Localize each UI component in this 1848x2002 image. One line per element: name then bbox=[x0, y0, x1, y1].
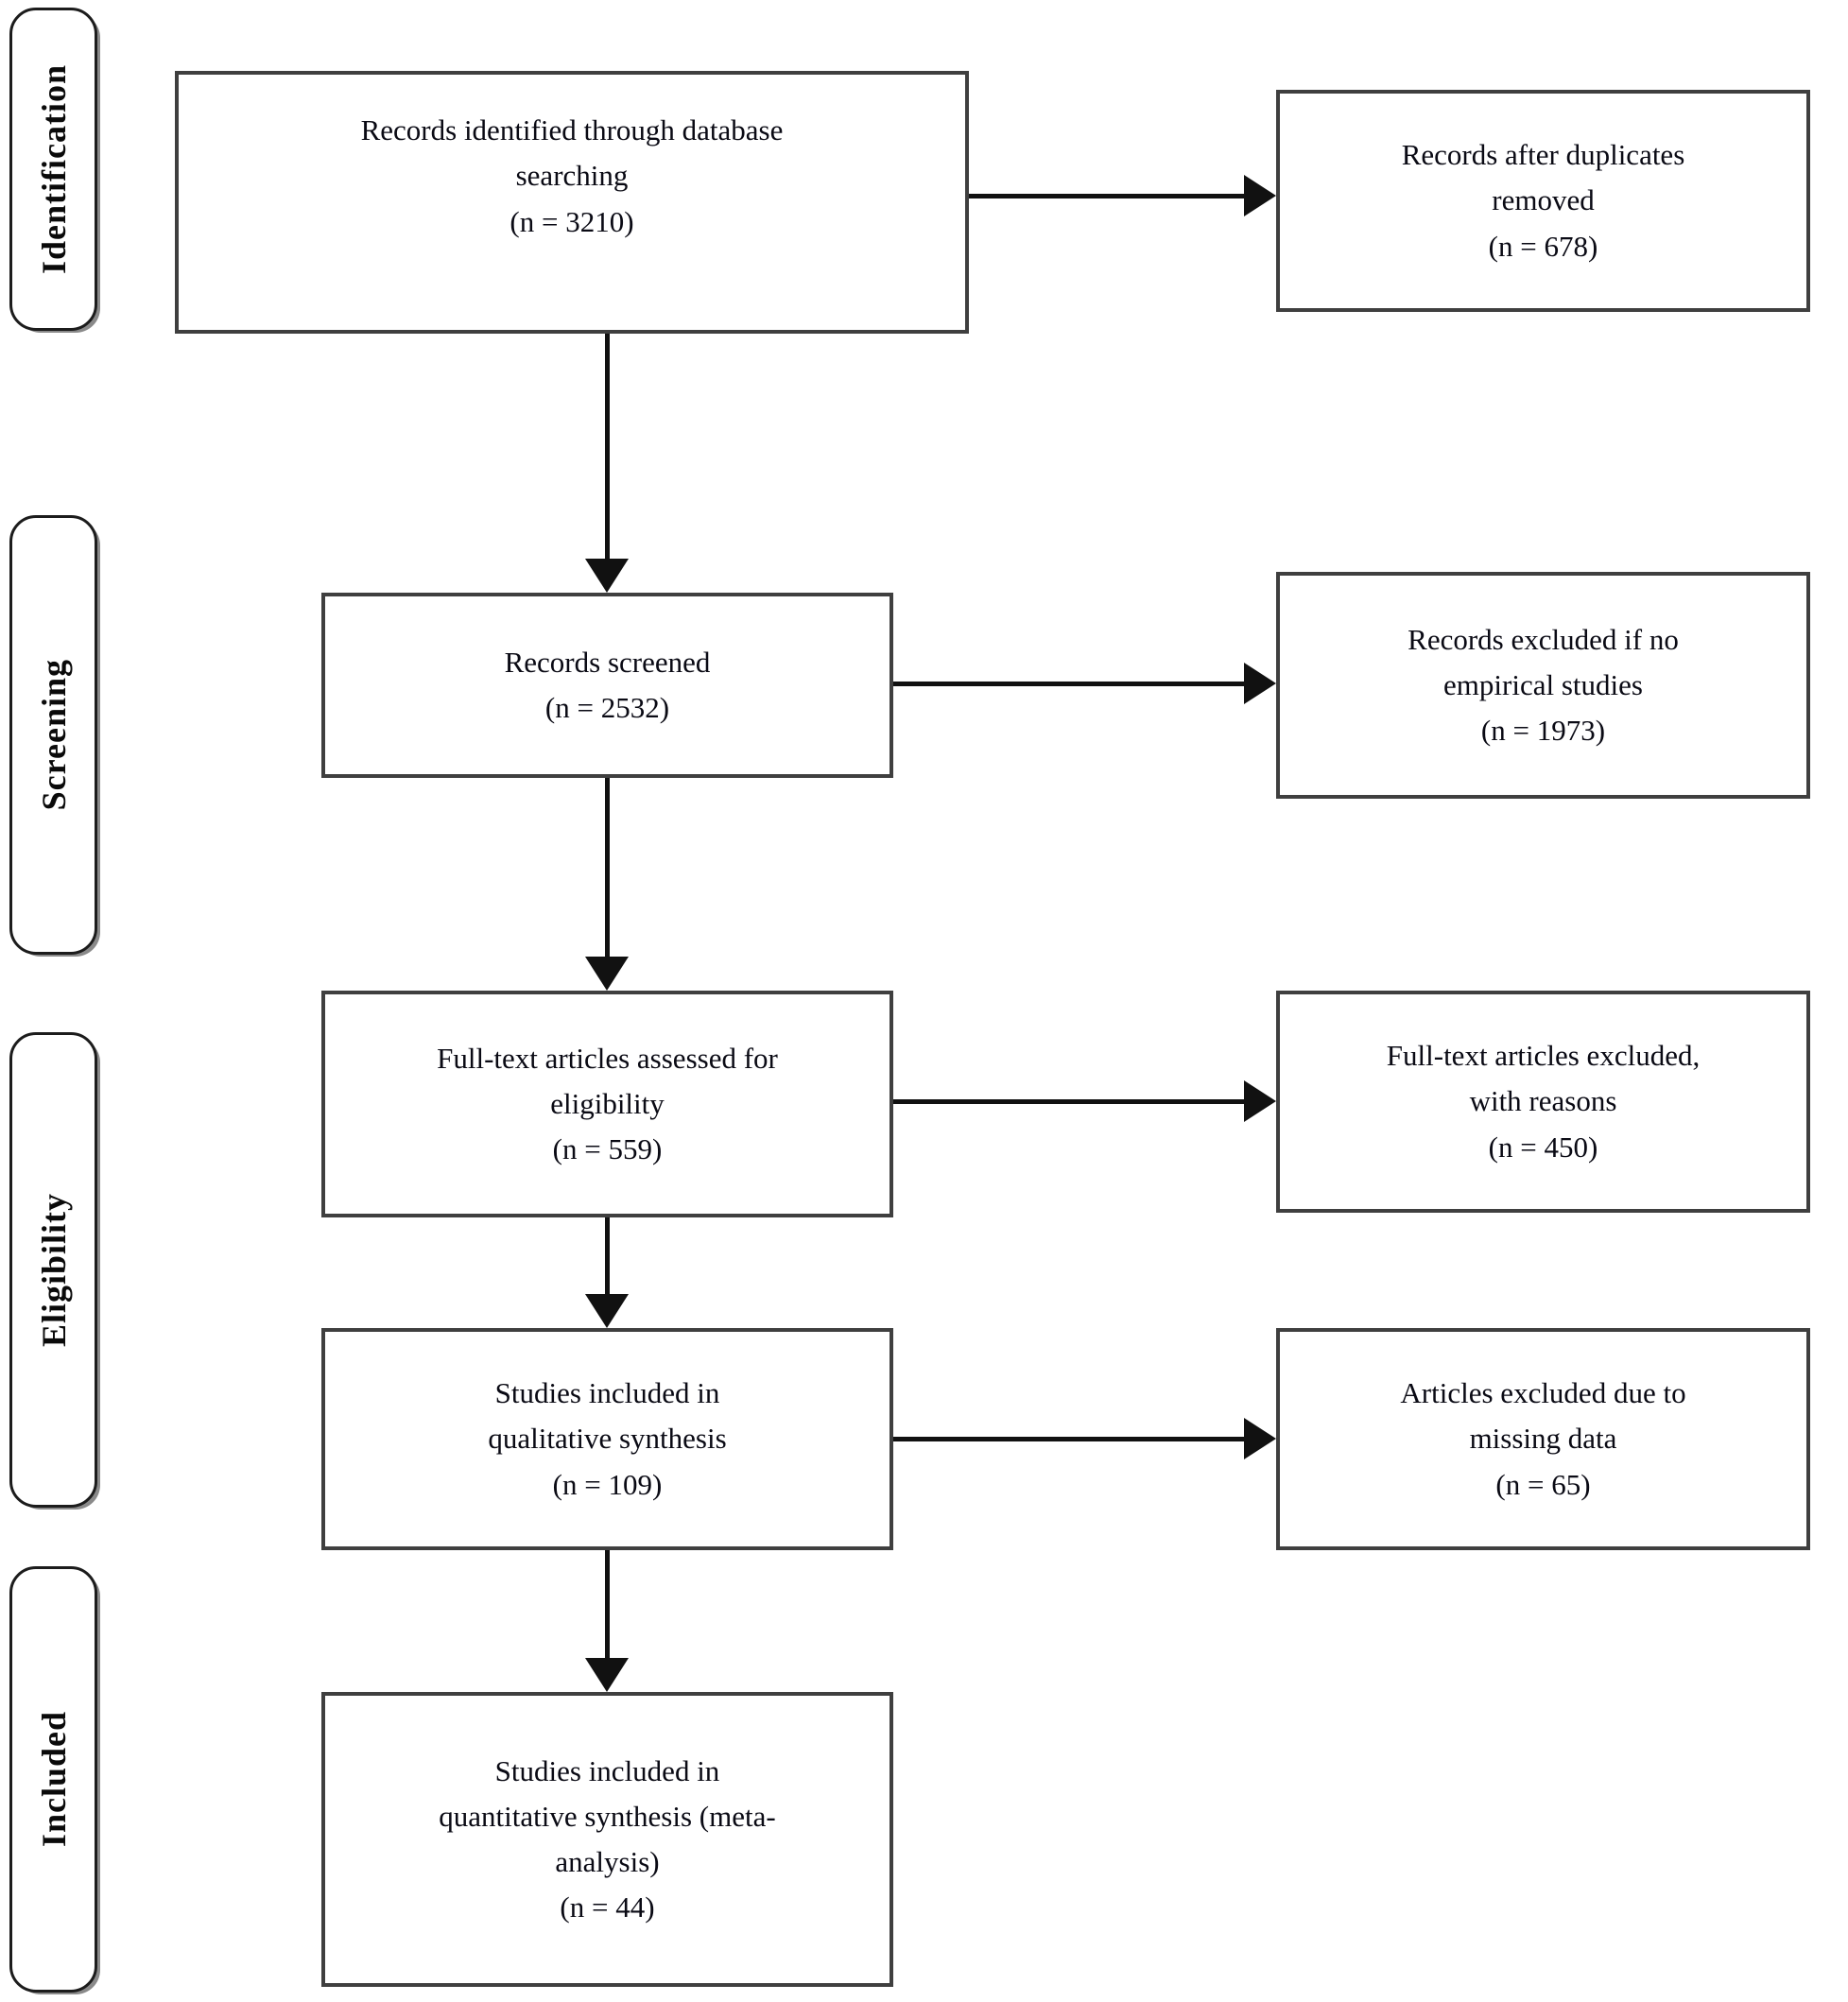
box-text: Records excluded if no empirical studies (… bbox=[1408, 617, 1679, 753]
text-line: (n = 559) bbox=[552, 1132, 663, 1166]
text-line: analysis) bbox=[555, 1845, 660, 1878]
stage-label-identification: Identification bbox=[34, 63, 73, 274]
stage-label-eligibility: Eligibility bbox=[34, 1192, 73, 1348]
text-line: Studies included in bbox=[494, 1376, 720, 1410]
text-line: Articles excluded due to bbox=[1400, 1376, 1686, 1410]
box-text: Records identified through database searc… bbox=[361, 108, 784, 244]
connector-fulltext-to-qualitative bbox=[605, 1217, 610, 1296]
arrowhead-down-icon bbox=[585, 957, 629, 991]
arrowhead-right-icon bbox=[1244, 1418, 1276, 1459]
box-records-identified: Records identified through database searc… bbox=[175, 71, 969, 334]
connector-screened-to-excluded bbox=[893, 682, 1248, 686]
text-line: removed bbox=[1492, 183, 1595, 217]
text-line: Studies included in bbox=[494, 1753, 720, 1787]
text-line: qualitative synthesis bbox=[488, 1422, 727, 1456]
box-duplicates-removed: Records after duplicates removed (n = 678) bbox=[1276, 90, 1810, 312]
connector-identified-to-screened bbox=[605, 334, 610, 561]
stage-tab-screening: Screening bbox=[9, 515, 97, 955]
connector-qualitative-to-quantitative bbox=[605, 1550, 610, 1660]
text-line: (n = 44) bbox=[560, 1890, 655, 1924]
text-line: (n = 65) bbox=[1495, 1467, 1591, 1501]
arrowhead-down-icon bbox=[585, 1658, 629, 1692]
text-line: missing data bbox=[1469, 1422, 1617, 1456]
arrowhead-right-icon bbox=[1244, 175, 1276, 216]
arrowhead-down-icon bbox=[585, 1294, 629, 1328]
text-line: quantitative synthesis (meta- bbox=[439, 1799, 776, 1833]
text-line: (n = 109) bbox=[552, 1467, 663, 1501]
box-text: Articles excluded due to missing data (n =… bbox=[1400, 1371, 1685, 1507]
box-records-excluded: Records excluded if no empirical studies (… bbox=[1276, 572, 1810, 799]
box-quantitative-synthesis: Studies included in quantitative synthesi… bbox=[321, 1692, 893, 1987]
box-articles-excluded-missing-data: Articles excluded due to missing data (n =… bbox=[1276, 1328, 1810, 1550]
text-line: searching bbox=[515, 159, 629, 193]
text-line: (n = 678) bbox=[1488, 229, 1598, 263]
stage-tab-included: Included bbox=[9, 1566, 97, 1993]
connector-identified-to-duplicates bbox=[969, 194, 1248, 198]
arrowhead-right-icon bbox=[1244, 663, 1276, 704]
text-line: Records screened bbox=[504, 645, 711, 679]
text-line: empirical studies bbox=[1443, 667, 1643, 701]
text-line: with reasons bbox=[1469, 1084, 1617, 1118]
box-records-screened: Records screened (n = 2532) bbox=[321, 593, 893, 778]
box-text: Full-text articles assessed for eligibili… bbox=[437, 1036, 778, 1172]
connector-fulltext-to-excluded bbox=[893, 1099, 1248, 1104]
box-text: Records after duplicates removed (n = 678) bbox=[1402, 132, 1685, 268]
text-line: Records excluded if no bbox=[1408, 622, 1679, 656]
box-text: Full-text articles excluded, with reasons… bbox=[1387, 1033, 1700, 1169]
stage-tab-identification: Identification bbox=[9, 8, 97, 331]
text-line: (n = 1973) bbox=[1480, 714, 1606, 748]
text-line: Full-text articles assessed for bbox=[437, 1041, 778, 1075]
text-line: Records after duplicates bbox=[1401, 138, 1685, 172]
box-fulltext-assessed: Full-text articles assessed for eligibili… bbox=[321, 991, 893, 1217]
box-text: Records screened (n = 2532) bbox=[505, 640, 711, 731]
connector-screened-to-fulltext bbox=[605, 778, 610, 958]
box-qualitative-synthesis: Studies included in qualitative synthesis… bbox=[321, 1328, 893, 1550]
text-line: (n = 2532) bbox=[544, 691, 670, 724]
text-line: Full-text articles excluded, bbox=[1386, 1039, 1701, 1073]
text-line: Records identified through database bbox=[360, 113, 784, 147]
text-line: (n = 450) bbox=[1488, 1130, 1598, 1164]
box-text: Studies included in quantitative synthesi… bbox=[439, 1749, 775, 1930]
stage-tab-eligibility: Eligibility bbox=[9, 1032, 97, 1508]
connector-qualitative-to-excluded bbox=[893, 1437, 1248, 1441]
arrowhead-right-icon bbox=[1244, 1080, 1276, 1122]
stage-label-included: Included bbox=[34, 1711, 73, 1848]
arrowhead-down-icon bbox=[585, 559, 629, 593]
box-fulltext-excluded: Full-text articles excluded, with reasons… bbox=[1276, 991, 1810, 1213]
stage-label-screening: Screening bbox=[34, 659, 73, 811]
text-line: (n = 3210) bbox=[509, 204, 634, 238]
text-line: eligibility bbox=[550, 1086, 665, 1120]
box-text: Studies included in qualitative synthesis… bbox=[488, 1371, 726, 1507]
